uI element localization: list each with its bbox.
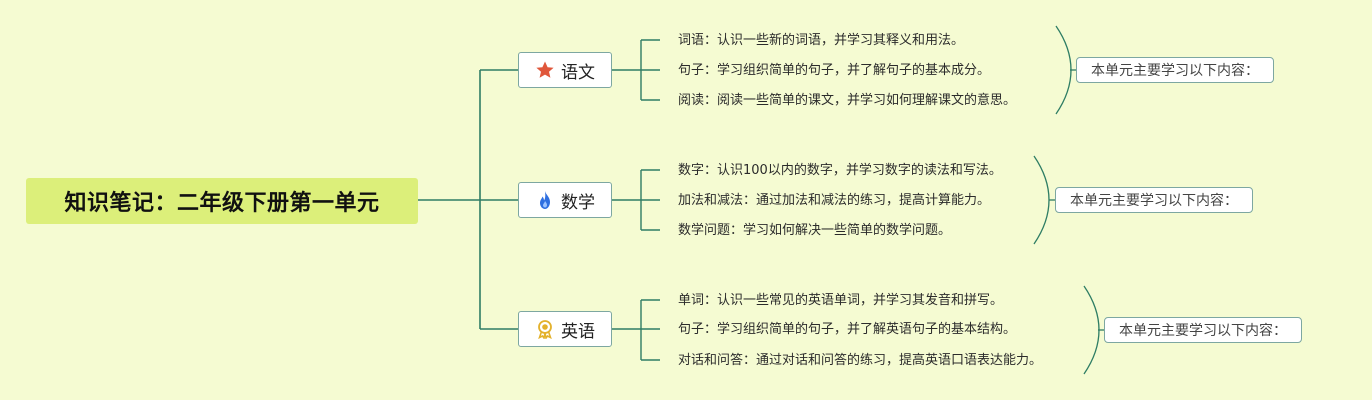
summary-bracket-shuxue (1033, 155, 1050, 245)
summary-box[interactable]: 本单元主要学习以下内容： (1104, 317, 1302, 343)
leaf-item[interactable]: 单词：认识一些常见的英语单词，并学习其发音和拼写。 (678, 293, 1004, 308)
branch-label: 英语 (561, 321, 595, 342)
summary-text: 本单元主要学习以下内容： (1070, 193, 1238, 209)
leaf-item[interactable]: 词语：认识一些新的词语，并学习其释义和用法。 (678, 33, 965, 48)
branch-label: 数学 (561, 192, 595, 213)
flame-icon (535, 190, 555, 210)
root-topic[interactable]: 知识笔记：二年级下册第一单元 (26, 178, 418, 224)
leaf-item[interactable]: 数字：认识100以内的数字，并学习数字的读法和写法。 (678, 163, 1002, 178)
summary-text: 本单元主要学习以下内容： (1091, 63, 1259, 79)
leaf-item[interactable]: 句子：学习组织简单的句子，并了解句子的基本成分。 (678, 63, 991, 78)
branch-shuxue[interactable]: 数学 (518, 182, 612, 218)
leaf-item[interactable]: 加法和减法：通过加法和减法的练习，提高计算能力。 (678, 193, 991, 208)
leaf-connector-yuwen (612, 39, 660, 101)
award-ribbon-icon (535, 319, 555, 339)
leaf-item[interactable]: 数学问题：学习如何解决一些简单的数学问题。 (678, 223, 952, 238)
summary-box[interactable]: 本单元主要学习以下内容： (1076, 57, 1274, 83)
leaf-item[interactable]: 阅读：阅读一些简单的课文，并学习如何理解课文的意思。 (678, 93, 1017, 108)
root-title: 知识笔记：二年级下册第一单元 (64, 191, 380, 216)
summary-text: 本单元主要学习以下内容： (1119, 323, 1287, 339)
branch-yuwen[interactable]: 语文 (518, 52, 612, 88)
leaf-connector-yingyu (612, 299, 660, 361)
branch-label: 语文 (561, 62, 595, 83)
leaf-connector-shuxue (612, 169, 660, 231)
leaf-item[interactable]: 对话和问答：通过对话和问答的练习，提高英语口语表达能力。 (678, 353, 1043, 368)
summary-box[interactable]: 本单元主要学习以下内容： (1055, 187, 1253, 213)
branch-yingyu[interactable]: 英语 (518, 311, 612, 347)
star-icon (535, 60, 555, 80)
leaf-item[interactable]: 句子：学习组织简单的句子，并了解英语句子的基本结构。 (678, 322, 1017, 337)
